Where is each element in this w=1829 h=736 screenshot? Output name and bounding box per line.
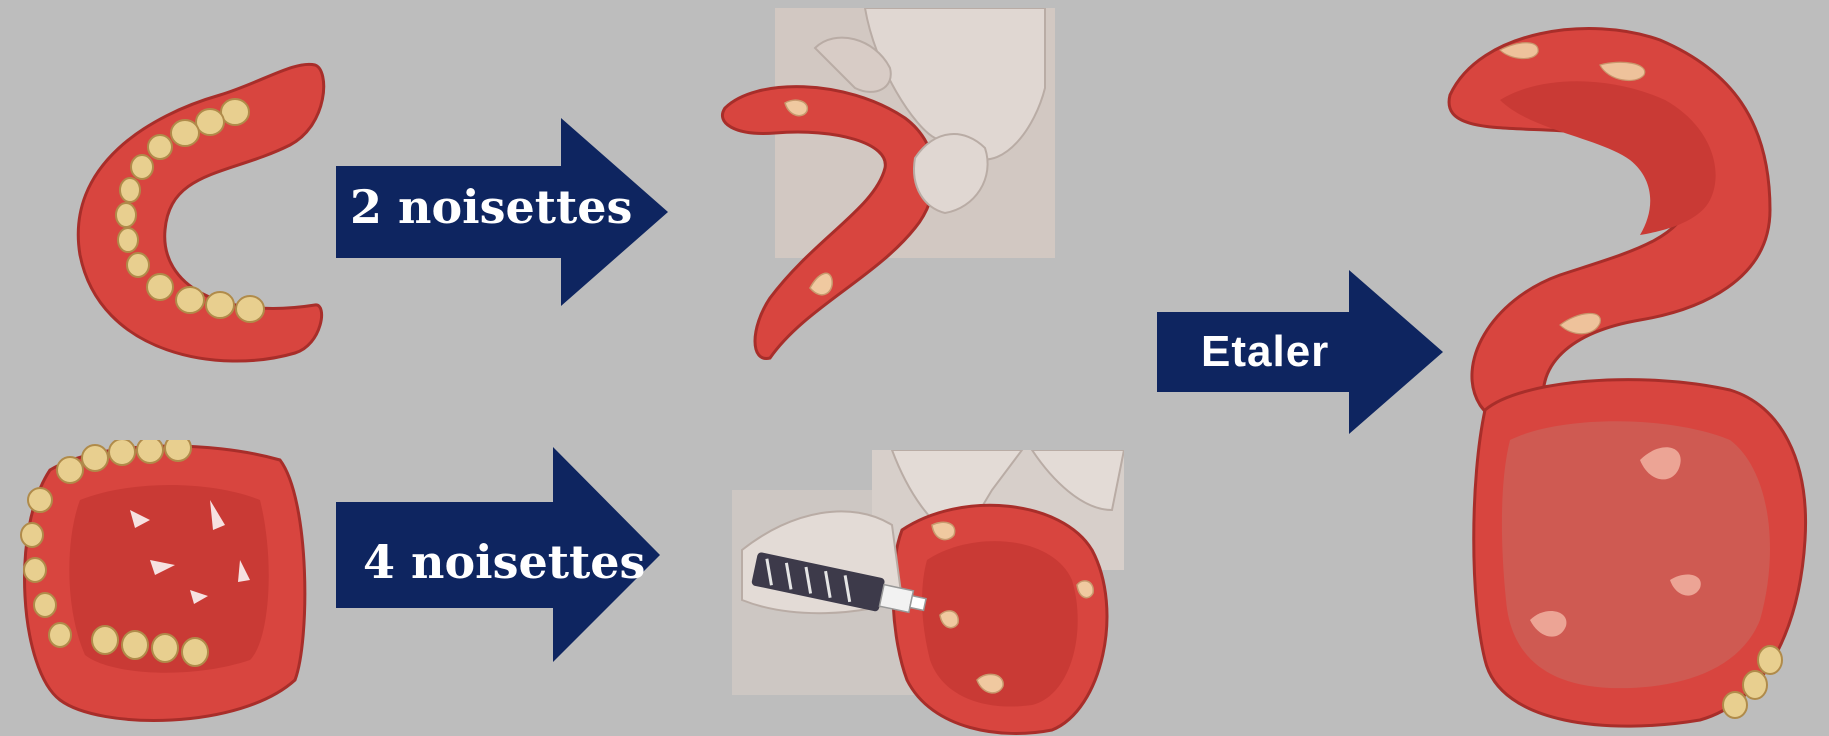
arrow-lower-label: 4 noisettes <box>363 539 645 585</box>
arrow-upper-label: 2 noisettes <box>350 184 632 230</box>
arrow-right-label: Etaler <box>1201 330 1329 374</box>
